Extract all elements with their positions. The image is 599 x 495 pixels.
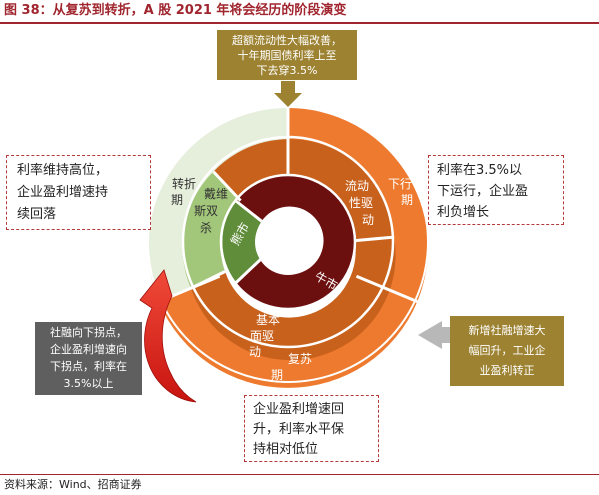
callout-top-line: 十年期国债利率上至 xyxy=(237,49,337,62)
callout-top-line: 超额流动性大幅改善， xyxy=(232,34,342,47)
callout-right-bottom: 新增社融增速大 幅回升，工业企 业盈利转正 xyxy=(450,316,564,386)
callout-left-top-line: 利率维持高位， xyxy=(17,163,109,178)
callout-left-top: 利率维持高位， 企业盈利增速持 续回落 xyxy=(6,155,151,230)
middle-label-fundamental-2: 面驱 xyxy=(250,329,274,343)
source-note: 资料来源：Wind、招商证券 xyxy=(0,474,599,495)
center-hole xyxy=(255,209,321,275)
callout-top: 超额流动性大幅改善， 十年期国债利率上至 下去穿3.5% xyxy=(217,30,357,80)
callout-left-top-line: 续回落 xyxy=(17,207,57,222)
outer-label-recovery: 复苏 xyxy=(288,352,312,366)
callout-top-line: 下去穿3.5% xyxy=(256,64,318,77)
red-curved-arrow xyxy=(139,269,197,403)
callout-right-bottom-line: 幅回升，工业企 xyxy=(468,344,546,357)
inner-ring-bear xyxy=(222,201,262,283)
middle-label-fundamental-3: 动 xyxy=(249,345,261,359)
middle-label-liquidity: 流动 xyxy=(345,179,369,193)
callout-left-bottom-line: 社融向下拐点， xyxy=(50,326,127,339)
middle-label-liquidity-3: 动 xyxy=(362,213,374,227)
callout-left-bottom-line: 企业盈利增速向 xyxy=(50,343,127,356)
callout-left-bottom-line: 下拐点，利率在 xyxy=(50,360,127,373)
callout-bottom-line: 持相对低位 xyxy=(253,442,319,457)
callout-right-bottom-line: 业盈利转正 xyxy=(479,364,535,377)
callout-right-top: 利率在3.5%以 下运行，企业盈 利负增长 xyxy=(428,155,564,225)
cycle-diagram: 转折 期 下行 期 复苏 期 戴维 斯双 杀 流动 性驱 动 基本 面驱 动 熊… xyxy=(139,81,450,403)
figure-title: 图 38：从复苏到转折，A 股 2021 年将会经历的阶段演变 xyxy=(0,0,599,24)
middle-ring-davis xyxy=(182,171,241,289)
outer-label-turning: 转折 xyxy=(172,176,196,191)
middle-label-davis: 戴维 xyxy=(204,186,228,201)
callout-right-top-line: 下运行，企业盈 xyxy=(437,184,529,199)
outer-label-turning-2: 期 xyxy=(171,193,183,207)
right-left-arrow xyxy=(418,321,450,349)
top-down-arrow xyxy=(274,81,302,107)
middle-label-fundamental: 基本 xyxy=(256,313,280,327)
callout-right-top-line: 利负增长 xyxy=(437,205,490,220)
outer-label-recovery-2: 期 xyxy=(271,368,283,382)
middle-label-davis-3: 杀 xyxy=(200,220,212,235)
callout-right-bottom-line: 新增社融增速大 xyxy=(468,324,546,337)
inner-ring-bull xyxy=(236,174,357,309)
middle-label-davis-2: 斯双 xyxy=(194,204,218,218)
callout-left-bottom: 社融向下拐点， 企业盈利增速向 下拐点，利率在 3.5%以上 xyxy=(35,322,142,395)
outer-label-downward: 下行 xyxy=(388,177,412,191)
callout-bottom: 企业盈利增速回 升，利率水平保 持相对低位 xyxy=(244,395,379,462)
callout-bottom-line: 升，利率水平保 xyxy=(253,422,345,437)
outer-label-downward-2: 期 xyxy=(401,193,413,207)
callout-bottom-line: 企业盈利增速回 xyxy=(253,402,345,417)
middle-label-liquidity-2: 性驱 xyxy=(349,196,373,210)
callout-left-bottom-line: 3.5%以上 xyxy=(63,377,114,390)
callout-right-top-line: 利率在3.5%以 xyxy=(437,163,523,178)
callout-left-top-line: 企业盈利增速持 xyxy=(17,185,109,200)
